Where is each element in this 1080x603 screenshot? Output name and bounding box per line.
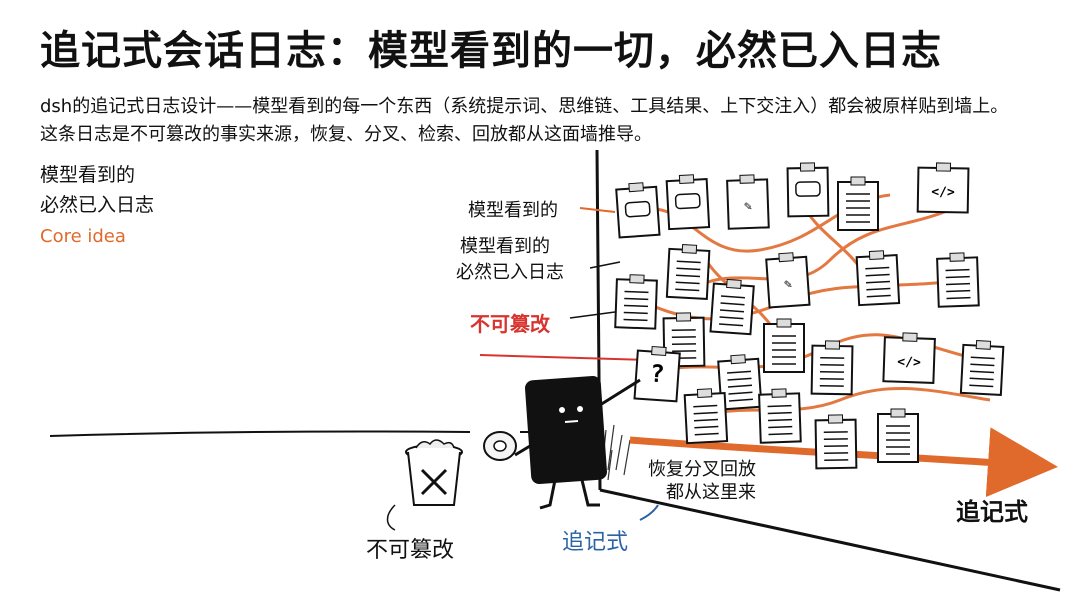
immutable-pointer-line bbox=[479, 354, 651, 361]
label-model-sees-2b: 必然已入日志 bbox=[456, 262, 564, 283]
chat-bubble-icon bbox=[786, 162, 830, 218]
document-icon bbox=[709, 278, 755, 336]
code-icon: </> bbox=[916, 162, 970, 214]
chat-bubble-icon bbox=[615, 182, 661, 239]
code-icon: </> bbox=[882, 332, 936, 385]
core-idea-line-2: 必然已入日志 bbox=[40, 194, 155, 216]
pen-icon: ✎ bbox=[726, 174, 770, 230]
label-model-sees: 模型看到的 bbox=[468, 200, 558, 221]
svg-text:</>: </> bbox=[897, 355, 921, 371]
tape-roll-icon bbox=[483, 431, 517, 461]
label-robot: 追记式 bbox=[562, 530, 629, 555]
chat-bubble-icon bbox=[665, 174, 711, 231]
core-idea-label: Core idea bbox=[40, 226, 126, 247]
page-title: 追记式会话日志：模型看到的一切，必然已入日志 bbox=[40, 28, 942, 74]
svg-text:✎: ✎ bbox=[784, 277, 793, 293]
document-icon bbox=[763, 318, 805, 373]
document-icon bbox=[936, 252, 980, 308]
question-icon: ? bbox=[633, 345, 681, 403]
robot-icon bbox=[514, 376, 641, 510]
pen-icon: ✎ bbox=[765, 252, 811, 309]
document-icon bbox=[758, 388, 802, 444]
label-restore-line-2: 都从这里来 bbox=[666, 482, 756, 503]
wall-floor-edge bbox=[599, 488, 1061, 592]
document-icon bbox=[717, 354, 763, 411]
label-immutable-red: 不可篡改 bbox=[470, 312, 550, 336]
subtitle-line-1: dsh的追记式日志设计——模型看到的每一个东西（系统提示词、思维链、工具结果、上… bbox=[40, 96, 1009, 117]
floor-line bbox=[49, 430, 471, 437]
document-icon bbox=[814, 414, 858, 470]
document-icon bbox=[614, 274, 658, 330]
svg-text:?: ? bbox=[649, 359, 665, 388]
label-restore-line-1: 恢复分叉回放 bbox=[648, 459, 756, 480]
document-icon bbox=[837, 176, 879, 231]
document-icon bbox=[877, 408, 919, 463]
subtitle-line-2: 这条日志是不可篡改的事实来源，恢复、分叉、检索、回放都从这面墙推导。 bbox=[40, 124, 652, 145]
trash-icon bbox=[405, 439, 463, 506]
svg-text:✎: ✎ bbox=[744, 199, 753, 214]
document-icon bbox=[665, 244, 711, 300]
label-model-sees-2a: 模型看到的 bbox=[460, 236, 550, 257]
svg-text:</>: </> bbox=[931, 185, 955, 200]
document-icon bbox=[959, 340, 1005, 396]
label-append-arrow: 追记式 bbox=[956, 498, 1028, 526]
core-idea-line-1: 模型看到的 bbox=[40, 164, 136, 186]
label-trash: 不可篡改 bbox=[366, 538, 455, 563]
document-icon bbox=[855, 250, 901, 307]
document-icon bbox=[810, 340, 854, 396]
document-icon bbox=[683, 388, 729, 445]
core-idea-heading: 模型看到的 必然已入日志 bbox=[40, 160, 154, 220]
